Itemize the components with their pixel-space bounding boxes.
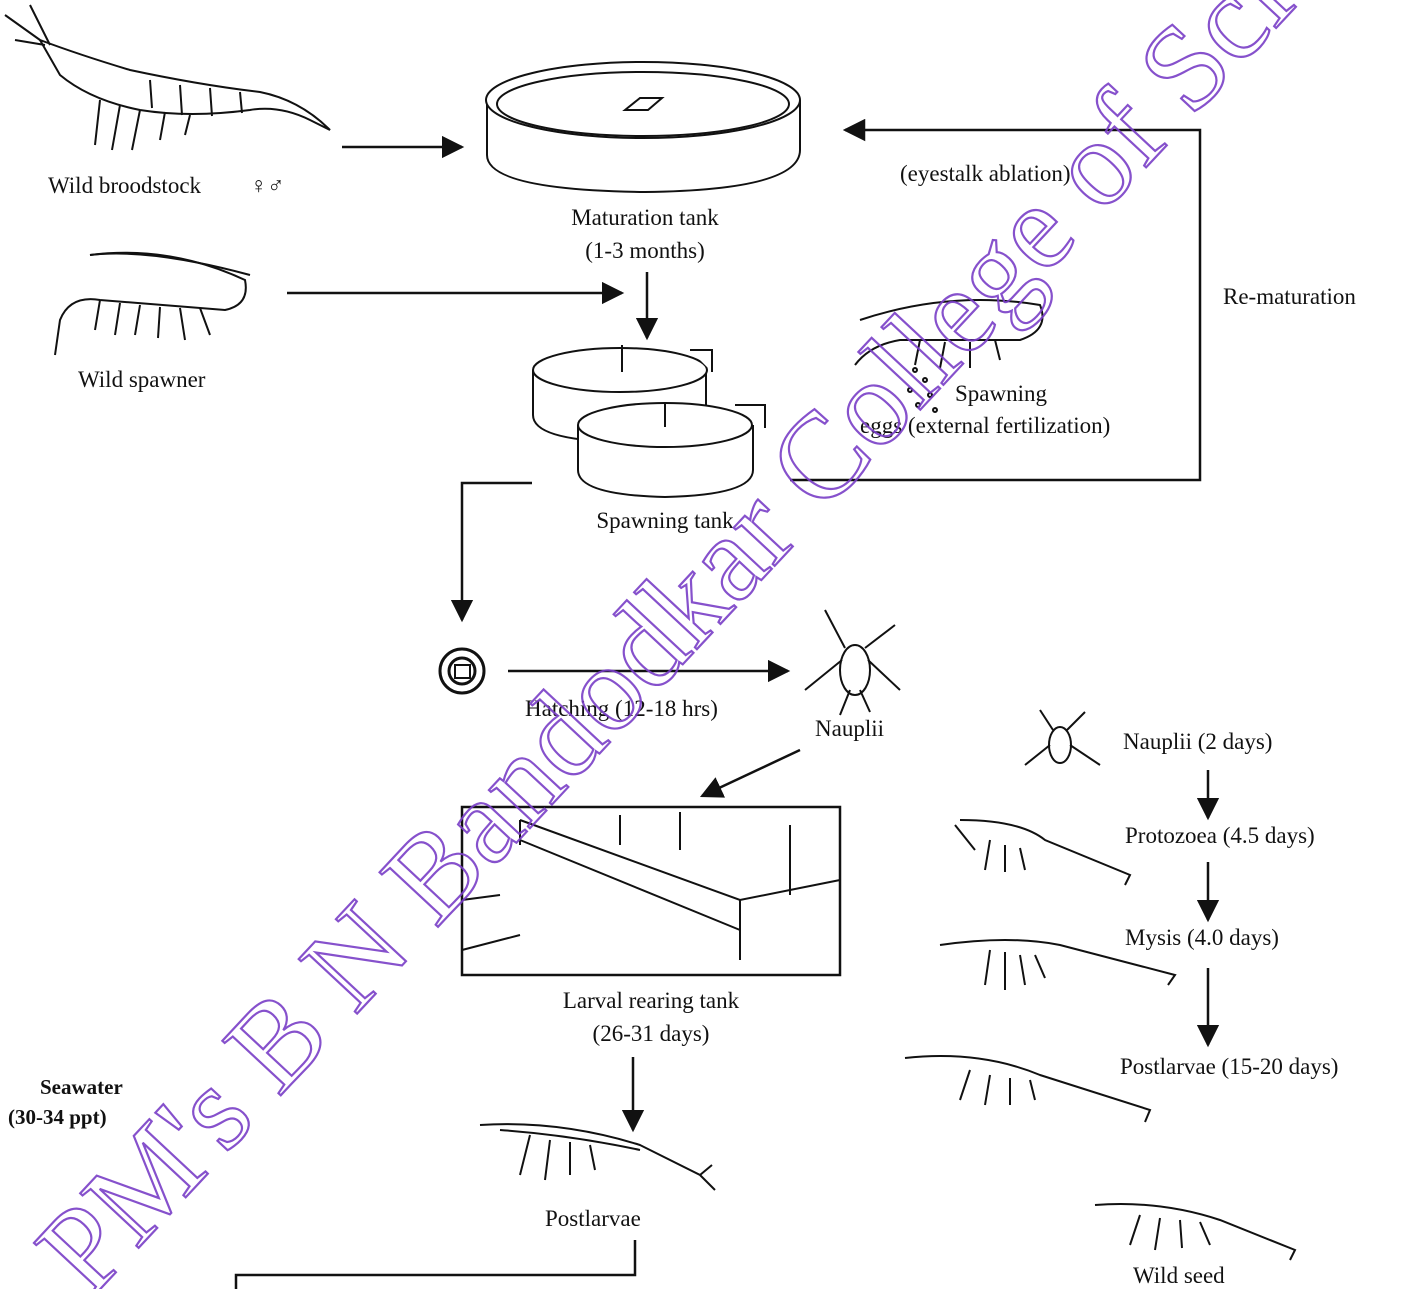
postlarva-shrimp-icon (480, 1124, 715, 1190)
label-wild-seed: Wild seed (1133, 1262, 1225, 1290)
wild-seed-shrimp-icon (1095, 1204, 1295, 1260)
arrow-spawning-to-eggs (462, 483, 532, 620)
spawning-tanks-icon (533, 345, 765, 497)
egg-icon (440, 649, 484, 693)
label-maturation-duration: (1-3 months) (585, 237, 704, 265)
label-nauplii: Nauplii (815, 715, 884, 743)
flow-arrows (236, 130, 1208, 1289)
label-hatching: Hatching (12-18 hrs) (525, 695, 718, 723)
label-seawater-salinity: (30-34 ppt) (8, 1105, 107, 1130)
label-re-maturation: Re-maturation (1223, 283, 1356, 311)
maturation-tank-icon (486, 62, 800, 192)
label-postlarvae: Postlarvae (545, 1205, 641, 1233)
label-stage-nauplii: Nauplii (2 days) (1123, 728, 1272, 756)
wild-broodstock-shrimp-icon (5, 5, 330, 150)
label-wild-spawner: Wild spawner (78, 366, 205, 394)
label-stage-protozoea: Protozoea (4.5 days) (1125, 822, 1315, 850)
label-spawning: Spawning (955, 380, 1047, 408)
stage-protozoea-icon (955, 820, 1130, 885)
label-spawning-tank: Spawning tank (596, 507, 733, 535)
label-wild-broodstock: Wild broodstock (48, 172, 201, 200)
label-larval-duration: (26-31 days) (593, 1020, 710, 1048)
label-sex-symbols: ♀♂ (250, 172, 285, 200)
arrow-nauplii-to-larval (702, 750, 800, 796)
nauplius-icon (805, 610, 900, 715)
label-maturation-tank: Maturation tank (571, 204, 719, 232)
wild-spawner-shrimp-icon (55, 253, 250, 355)
label-seawater: Seawater (40, 1075, 123, 1100)
label-eyestalk-ablation: (eyestalk ablation) (900, 160, 1071, 188)
stage-nauplius-icon (1025, 710, 1100, 765)
label-eggs-fertilization: eggs (external fertilization) (860, 412, 1110, 440)
larval-rearing-tank-icon (462, 807, 840, 975)
label-larval-rearing-tank: Larval rearing tank (563, 987, 739, 1015)
label-stage-postlarvae: Postlarvae (15-20 days) (1120, 1053, 1338, 1081)
label-stage-mysis: Mysis (4.0 days) (1125, 924, 1279, 952)
connector-postlarvae-bottom (236, 1240, 635, 1289)
stage-postlarva-icon (905, 1056, 1150, 1122)
